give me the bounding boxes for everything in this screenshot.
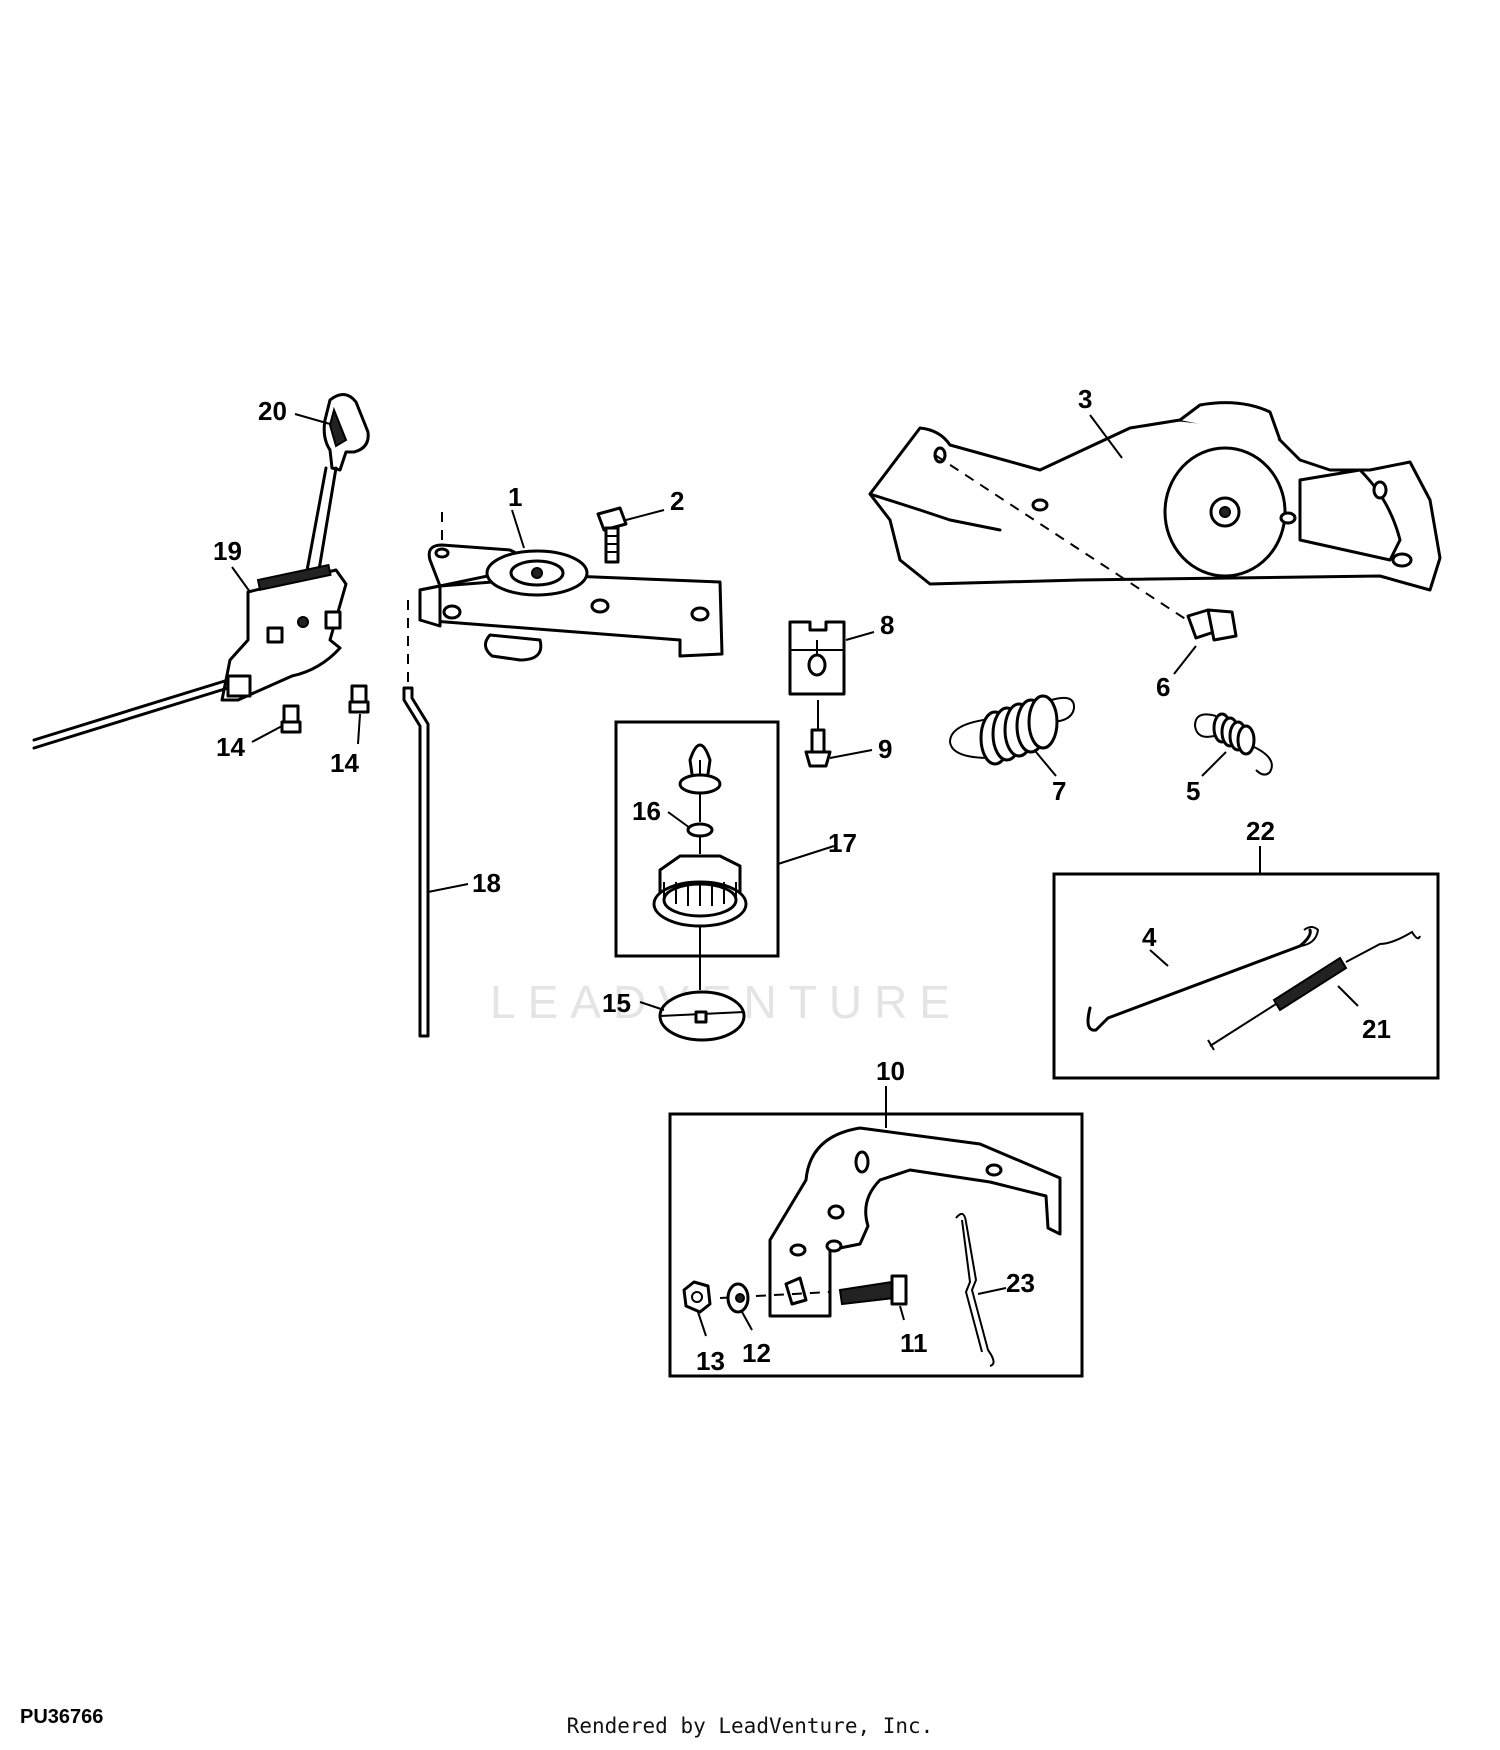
callout-10: 10: [876, 1056, 905, 1086]
part-12-washer: [726, 1282, 750, 1314]
callout-18: 18: [472, 868, 501, 898]
box-10: [668, 1112, 1084, 1378]
leader-17: [777, 845, 835, 865]
leader-15: [639, 1001, 665, 1011]
callout-22: 22: [1246, 816, 1275, 846]
dash-3: [934, 454, 1191, 623]
part-3-main-bracket: [868, 401, 1442, 592]
part-9-screw: [804, 700, 832, 768]
part-19-throttle-control: [32, 466, 348, 750]
part-1-bracket-pulley: [418, 543, 724, 662]
leader-1: [511, 509, 525, 549]
leader-13: [697, 1311, 707, 1337]
callout-12: 12: [742, 1338, 771, 1368]
callout-1: 1: [508, 482, 522, 512]
callout-20: 20: [258, 396, 287, 426]
callout-15: 15: [602, 988, 631, 1018]
leader-5: [1201, 751, 1227, 777]
leader-18: [427, 883, 469, 893]
callout-16: 16: [632, 796, 661, 826]
leader-12: [741, 1311, 753, 1331]
part-4-rod: [1086, 926, 1320, 1032]
part-18-rod: [402, 686, 430, 1038]
callout-21: 21: [1362, 1014, 1391, 1044]
leader-9: [829, 749, 873, 759]
leader-8: [845, 631, 875, 641]
part-5-spring: [1193, 712, 1273, 776]
callout-13: 13: [696, 1346, 725, 1376]
callout-7: 7: [1052, 776, 1066, 806]
leader-6: [1173, 645, 1197, 675]
callout-19: 19: [213, 536, 242, 566]
leader-14b: [357, 713, 361, 745]
callout-14-right: 14: [330, 748, 359, 778]
part-23-spring-rod: [955, 1212, 995, 1367]
leader-11: [899, 1305, 905, 1321]
callout-11: 11: [900, 1328, 928, 1358]
part-21-spring: [1207, 930, 1421, 1051]
callout-23: 23: [1006, 1268, 1035, 1298]
render-credit: Rendered by LeadVenture, Inc.: [566, 1714, 934, 1738]
diagram-reference-code: PU36766: [20, 1706, 104, 1728]
part-8-clip: [788, 620, 846, 696]
leader-21: [1337, 985, 1359, 1007]
callout-8: 8: [880, 610, 894, 640]
callout-6: 6: [1156, 672, 1170, 702]
leader-23: [977, 1287, 1007, 1295]
callout-5: 5: [1186, 776, 1200, 806]
leader-4: [1149, 949, 1169, 967]
callout-3: 3: [1078, 384, 1092, 414]
part-14-screw-right: [348, 684, 370, 714]
callout-9: 9: [878, 734, 892, 764]
leader-7: [1035, 751, 1057, 777]
box-22: [1052, 872, 1440, 1080]
part-10-bracket: [768, 1126, 1062, 1318]
part-15-washer: [658, 990, 746, 1042]
part-17-pulley-assembly: [652, 743, 748, 990]
part-2-bolt: [596, 506, 628, 564]
leader-2: [625, 509, 665, 521]
callout-2: 2: [670, 486, 684, 516]
leader-14a: [251, 725, 283, 743]
part-13-nut: [682, 1280, 712, 1314]
leader-20: [294, 413, 331, 425]
leader-16: [667, 811, 691, 829]
callout-17: 17: [828, 828, 857, 858]
part-11-screw: [838, 1274, 908, 1306]
part-7-spring: [948, 694, 1076, 766]
part-14-screw-left: [280, 704, 302, 734]
leader-3: [1089, 414, 1123, 459]
part-20-knob: [322, 393, 370, 472]
callout-14-left: 14: [216, 732, 245, 762]
leader-19: [231, 566, 251, 593]
part-6-bolt: [1186, 608, 1238, 642]
box-17: [614, 720, 780, 958]
callout-4: 4: [1142, 922, 1157, 952]
